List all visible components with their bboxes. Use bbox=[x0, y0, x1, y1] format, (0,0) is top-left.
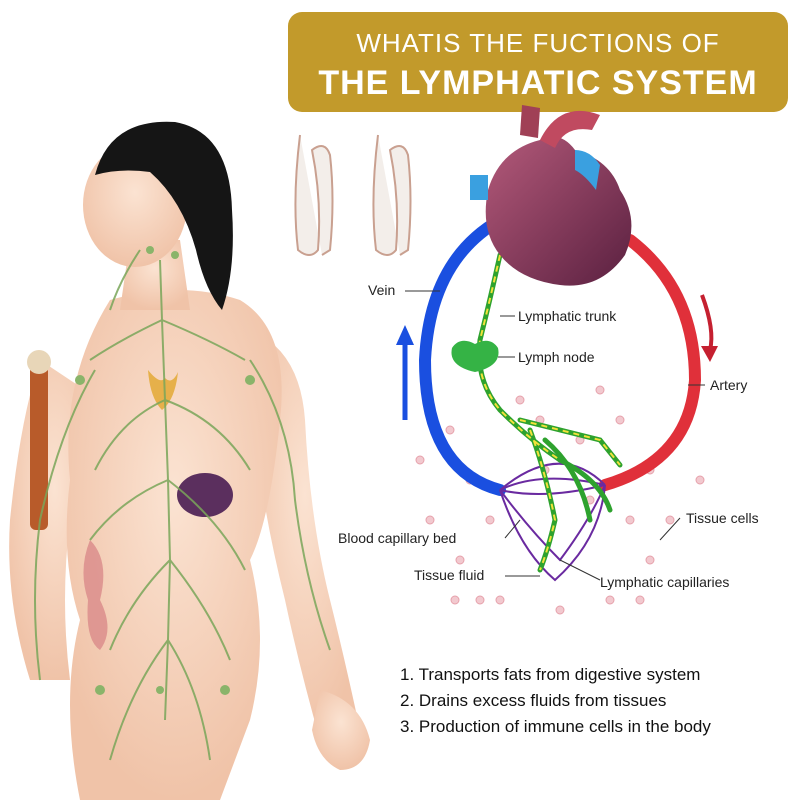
label-vein: Vein bbox=[368, 282, 395, 298]
label-lymphatic-capillaries: Lymphatic capillaries bbox=[600, 574, 729, 590]
label-lymphatic-trunk: Lymphatic trunk bbox=[518, 308, 617, 324]
function-item-1: 1. Transports fats from digestive system bbox=[400, 665, 701, 684]
circulation-diagram: Vein Lymphatic trunk Lymph node Artery T… bbox=[338, 105, 759, 615]
function-item-3: 3. Production of immune cells in the bod… bbox=[400, 717, 711, 736]
label-blood-capillary-bed: Blood capillary bed bbox=[338, 530, 456, 546]
label-lymph-node: Lymph node bbox=[518, 349, 595, 365]
function-item-2: 2. Drains excess fluids from tissues bbox=[400, 691, 667, 710]
earrings-image bbox=[294, 134, 412, 256]
human-figure bbox=[9, 121, 370, 800]
functions-list: 1. Transports fats from digestive system… bbox=[400, 662, 795, 740]
label-artery: Artery bbox=[710, 377, 747, 393]
title-line-2: THE LYMPHATIC SYSTEM bbox=[318, 64, 758, 102]
label-tissue-cells: Tissue cells bbox=[686, 510, 759, 526]
title-banner: WHATIS THE FUCTIONS OF THE LYMPHATIC SYS… bbox=[288, 12, 788, 112]
title-line-1: WHATIS THE FUCTIONS OF bbox=[356, 28, 720, 58]
label-tissue-fluid: Tissue fluid bbox=[414, 567, 484, 583]
